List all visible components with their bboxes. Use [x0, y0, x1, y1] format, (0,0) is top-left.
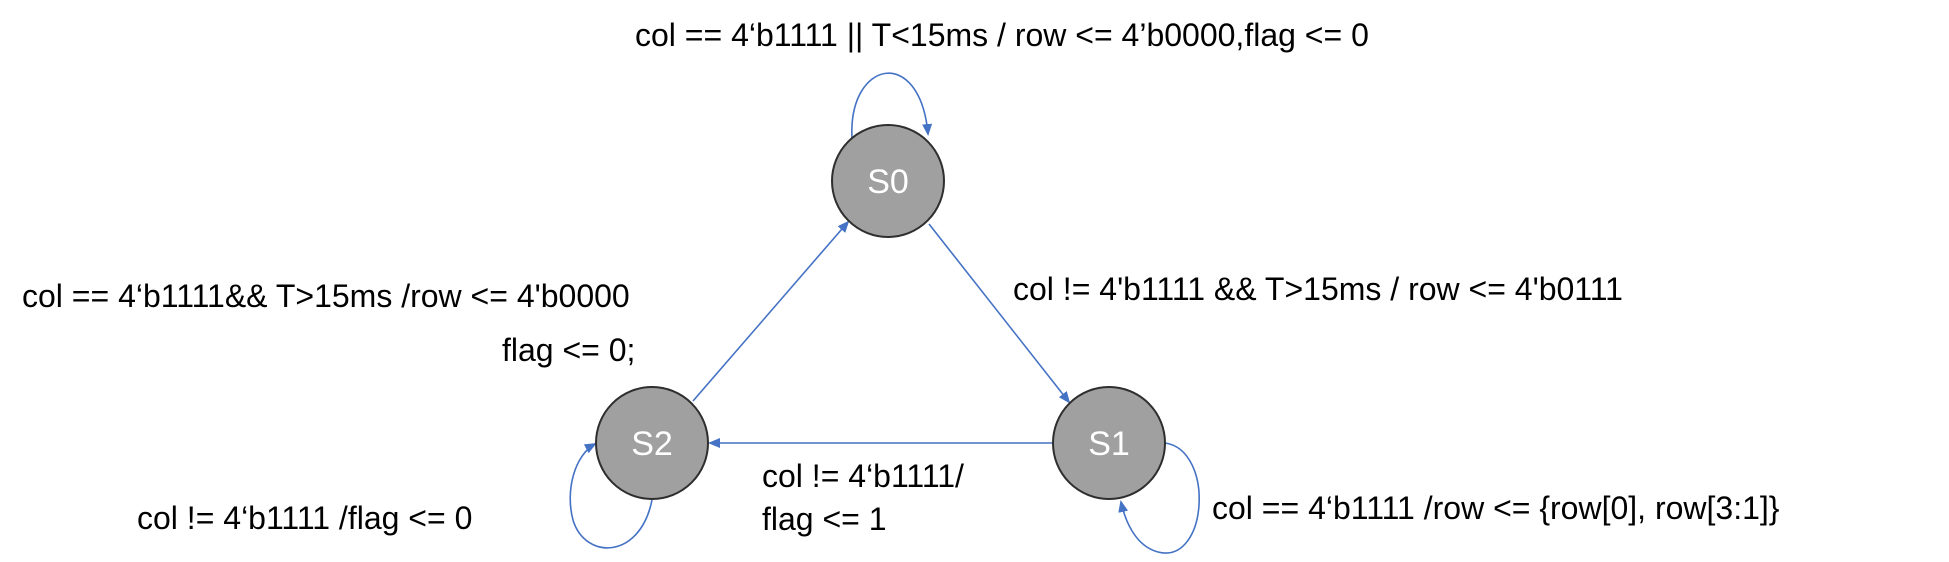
- edge-s2-self: [569, 443, 653, 549]
- label-s2-to-s0-line2: flag <= 0;: [502, 332, 635, 368]
- label-s0-to-s1: col != 4'b1111 && T>15ms / row <= 4'b011…: [1013, 271, 1623, 307]
- label-s2-self: col != 4‘b1111 /flag <= 0: [137, 500, 472, 536]
- state-s0: S0: [831, 124, 945, 238]
- label-s0-self: col == 4‘b1111 || T<15ms / row <= 4’b000…: [635, 17, 1369, 53]
- state-s0-label: S0: [867, 163, 909, 201]
- edge-s1-self: [1118, 442, 1200, 554]
- state-s1: S1: [1052, 386, 1166, 500]
- edge-s2-to-s0: [692, 220, 850, 402]
- state-s2: S2: [595, 386, 709, 500]
- edge-s0-to-s1: [928, 223, 1071, 404]
- label-s1-self: col == 4‘b1111 /row <= {row[0], row[3:1]…: [1212, 490, 1780, 526]
- state-s2-label: S2: [631, 425, 673, 463]
- edge-s0-self: [851, 72, 933, 139]
- label-s1-to-s2-line1: col != 4‘b1111/: [762, 458, 964, 494]
- label-s2-to-s0-line1: col == 4‘b1111&& T>15ms /row <= 4'b0000: [22, 278, 630, 314]
- label-s1-to-s2-line2: flag <= 1: [762, 501, 887, 537]
- state-s1-label: S1: [1088, 425, 1130, 463]
